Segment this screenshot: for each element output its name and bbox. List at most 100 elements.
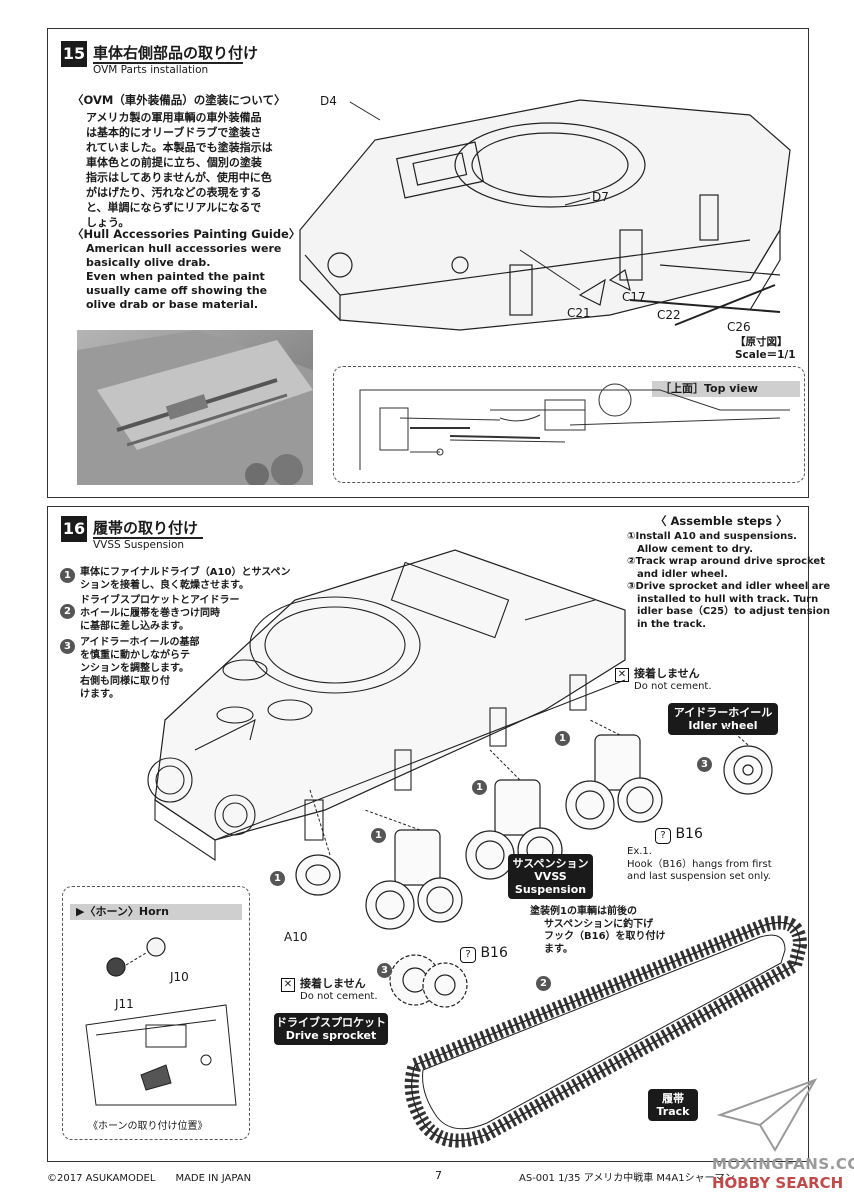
- track-jp: 履帯: [662, 1092, 684, 1105]
- hook-note-line: ます。: [544, 943, 573, 955]
- no-cement-icon: ✕: [615, 668, 629, 682]
- marker-2-track: 2: [536, 976, 551, 991]
- track-en: Track: [656, 1105, 690, 1118]
- guide-line: usually came off showing the: [86, 284, 268, 297]
- instruction-line: ドライブスプロケットとアイドラー: [80, 595, 240, 606]
- hook-note-line: フック（B16）を取り付け: [544, 931, 666, 942]
- step-16-rule: [93, 537, 203, 539]
- step-15-title: 車体右側部品の取り付け: [93, 44, 259, 62]
- assemble-line: ①Install A10 and suspensions.: [627, 531, 797, 542]
- b16-label-right: ? B16: [655, 826, 703, 844]
- guide-line: olive drab or base material.: [86, 298, 259, 311]
- part-j10-label: J10: [170, 970, 189, 984]
- instruction-3-text: アイドラーホイールの基部 を慎重に動かしながらテ ンションを調整します。 右側も…: [80, 636, 200, 701]
- sprocket-en: Drive sprocket: [285, 1029, 377, 1042]
- no-cement-en: Do not cement.: [634, 681, 712, 692]
- ovm-line: アメリカ製の軍用車輌の車外装備品: [86, 111, 262, 124]
- instruction-line: 車体にファイナルドライブ（A10）とサスペン: [80, 567, 291, 578]
- track-drawing: [404, 915, 808, 1148]
- horn-heading: ▶〈ホーン〉Horn: [70, 904, 242, 920]
- scale-en: Scale＝1/1: [735, 349, 796, 361]
- suspension-label: サスペンション VVSS Suspension: [508, 854, 593, 899]
- suspension-drawing: [295, 719, 773, 1008]
- step-15-subtitle: OVM Parts installation: [93, 64, 209, 76]
- footer-page-number: 7: [435, 1169, 442, 1182]
- assemble-steps: ①Install A10 and suspensions. Allow ceme…: [627, 531, 830, 631]
- instruction-line: 右側も同様に取り付: [80, 676, 170, 687]
- ovm-line: は基本的にオリーブドラブで塗装さ: [86, 126, 262, 139]
- part-c17-label: C17: [622, 290, 646, 304]
- b16-text: B16: [480, 945, 508, 961]
- step-number-16: 16: [61, 516, 87, 542]
- guide-body: American hull accessories were basically…: [86, 242, 281, 312]
- top-view-drawing: [359, 383, 790, 470]
- suspension-en1: VVSS: [534, 870, 567, 883]
- guide-line: Even when painted the paint: [86, 270, 265, 283]
- step-number-15: 15: [61, 41, 87, 67]
- step-15-frame: [47, 28, 809, 498]
- hook-note-line: 塗装例1の車輌は前後の: [530, 906, 637, 917]
- ovm-line: 車体色との前提に立ち、個別の塗装: [86, 156, 262, 169]
- no-cement-en: Do not cement.: [300, 991, 378, 1002]
- footer-copyright: ©2017 ASUKAMODEL MADE IN JAPAN: [47, 1173, 252, 1184]
- instruction-line: ションを接着し、良く乾燥させます。: [80, 580, 249, 591]
- instruction-2-text: ドライブスプロケットとアイドラー ホイールに履帯を巻きつけ同時 に基部に差し込み…: [80, 594, 240, 633]
- sprocket-jp: ドライブスプロケット: [276, 1016, 386, 1029]
- ex-line: Ex.1.: [627, 846, 652, 857]
- part-d4-label: D4: [320, 94, 337, 108]
- step-15-rule: [93, 62, 243, 64]
- horn-drawing: [85, 937, 237, 1106]
- assemble-heading: 〈 Assemble steps 〉: [655, 514, 788, 528]
- idler-en: Idler wheel: [688, 719, 758, 732]
- ovm-line: 指示はしてありませんが、使用中に色: [86, 171, 272, 184]
- reference-photo-art: [77, 330, 313, 485]
- hook-note-line: サスペンションに釣下げ: [544, 918, 654, 930]
- ovm-line: しょう。: [86, 216, 130, 229]
- watermark-search: HOBBY SEARCH: [712, 1174, 844, 1192]
- ovm-heading: 〈OVM（車外装備品）の塗装について〉: [72, 93, 286, 107]
- horn-caption: 《ホーンの取り付け位置》: [88, 1121, 208, 1132]
- b16-text: B16: [675, 826, 703, 842]
- scale-note: 【原寸図】 Scale＝1/1: [735, 336, 796, 362]
- idler-wheel-label: アイドラーホイール Idler wheel: [668, 703, 778, 735]
- step-16-subtitle: VVSS Suspension: [93, 539, 185, 551]
- no-cement-jp: 接着しません: [300, 977, 366, 990]
- paper-plane-logo: [716, 1078, 818, 1152]
- hook-icon: ?: [460, 947, 476, 963]
- instruction-1-text: 車体にファイナルドライブ（A10）とサスペン ションを接着し、良く乾燥させます。: [80, 566, 291, 592]
- b16-label-left: ? B16: [460, 945, 508, 963]
- instruction-line: アイドラーホイールの基部: [80, 637, 200, 648]
- part-j11-label: J11: [115, 997, 134, 1011]
- instruction-line: ホイールに履帯を巻きつけ同時: [80, 608, 220, 619]
- guide-line: American hull accessories were: [86, 242, 282, 255]
- assemble-line: in the track.: [627, 618, 707, 630]
- instruction-line: けます。: [80, 689, 119, 700]
- assemble-line: Allow cement to dry.: [627, 543, 754, 555]
- instruction-2-marker: 2: [60, 604, 75, 619]
- horn-box: [62, 886, 250, 1140]
- marker-1-a: 1: [555, 731, 570, 746]
- suspension-jp: サスペンション: [512, 857, 589, 870]
- marker-1-c: 1: [371, 828, 386, 843]
- marker-1-d: 1: [270, 871, 285, 886]
- idler-jp: アイドラーホイール: [673, 706, 773, 719]
- top-view-box: [333, 366, 805, 483]
- drive-sprocket-label: ドライブスプロケット Drive sprocket: [274, 1013, 388, 1045]
- ovm-body: アメリカ製の軍用車輌の車外装備品 は基本的にオリーブドラブで塗装さ れていました…: [86, 110, 286, 230]
- part-a10-label: A10: [284, 930, 308, 944]
- ovm-line: と、単調にならずにリアルになるで: [86, 201, 262, 214]
- ex-line: and last suspension set only.: [627, 871, 771, 882]
- reference-photo: [77, 330, 313, 485]
- guide-line: basically olive drab.: [86, 256, 211, 269]
- ex-line: Hook（B16）hangs from first: [627, 858, 772, 870]
- assemble-line: ②Track wrap around drive sprocket: [627, 556, 825, 567]
- step-16-frame: [47, 506, 809, 1162]
- ovm-line: れていました。本製品でも塗装指示は: [86, 141, 273, 154]
- no-cement-icon: ✕: [281, 978, 295, 992]
- step-16-title: 履帯の取り付け: [93, 519, 199, 537]
- suspension-en2: Suspension: [514, 883, 587, 896]
- hull-underside-drawing: [147, 549, 626, 862]
- ovm-line: がはげたり、汚れなどの表現をする: [86, 186, 262, 199]
- assemble-line: installed to hull with track. Turn: [627, 593, 819, 605]
- watermark-site: MOXINGFANS.COM: [712, 1155, 854, 1173]
